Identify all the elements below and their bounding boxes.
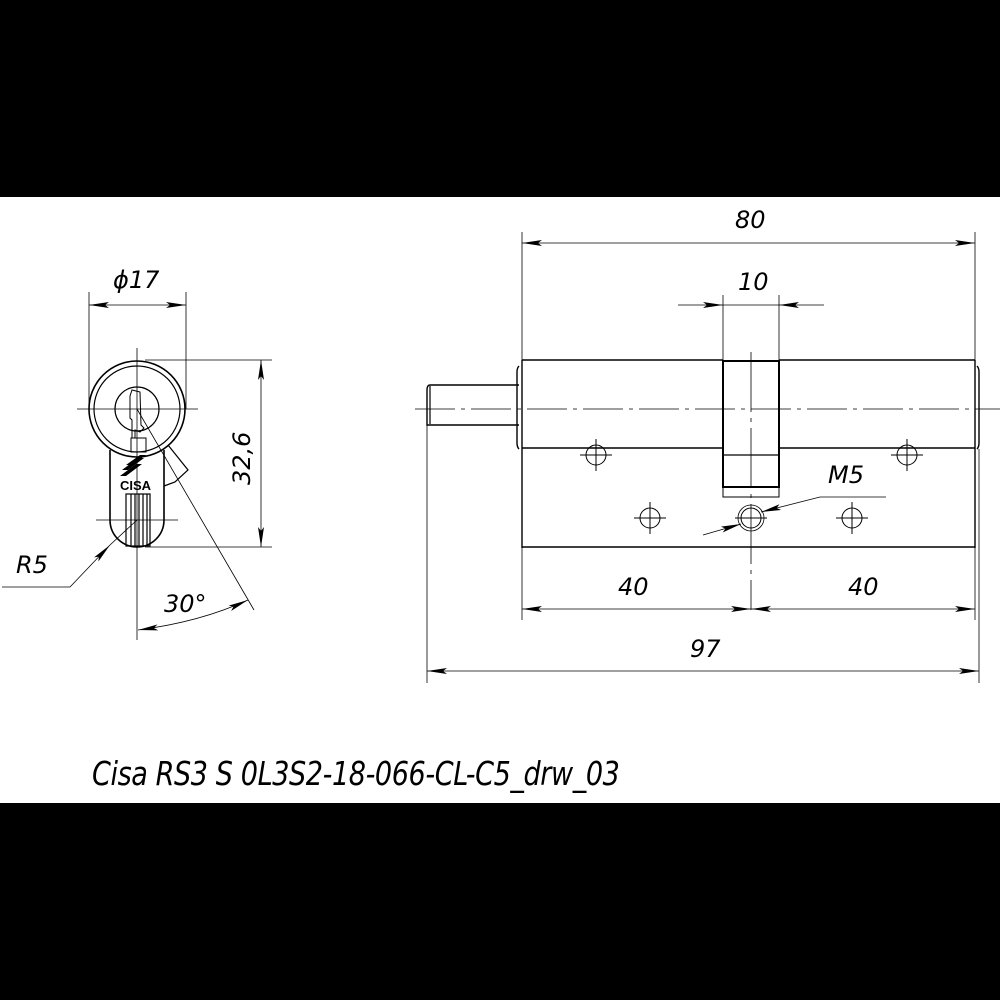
radius-leader [2,519,138,588]
cylinder-profile [88,360,189,548]
length-80-label: 80 [735,206,766,234]
height-label: 32,6 [228,432,256,485]
angle-dimension [136,408,255,631]
thread-label: M5 [828,461,864,489]
top-black-frame [0,0,1000,197]
side-view [415,232,1000,683]
thread-leader [702,496,886,536]
brand-label: CISA [120,478,152,493]
length-80-dimension [521,232,976,360]
bottom-black-frame [0,803,1000,1000]
left-half-label: 40 [618,573,649,601]
front-view [2,292,272,640]
diameter-label: ϕ17 [113,266,160,294]
pin [426,384,519,426]
overall-length-dimension [426,425,980,683]
cam-width-dimension [678,295,824,360]
diameter-dimension [88,292,187,409]
drawing-title: Cisa RS3 S 0L3S2-18-066-CL-C5_drw_03 [92,754,620,793]
overall-length-label: 97 [690,635,721,663]
cylinder-body [516,359,980,548]
angle-label: 30° [164,590,207,618]
side-center-lines [415,352,1000,610]
right-half-label: 40 [848,573,879,601]
radius-label: R5 [16,551,48,579]
cam-width-label: 10 [738,268,769,296]
half-length-dimensions [521,548,976,620]
height-dimension [145,359,272,548]
cisa-logo-icon [120,455,146,476]
